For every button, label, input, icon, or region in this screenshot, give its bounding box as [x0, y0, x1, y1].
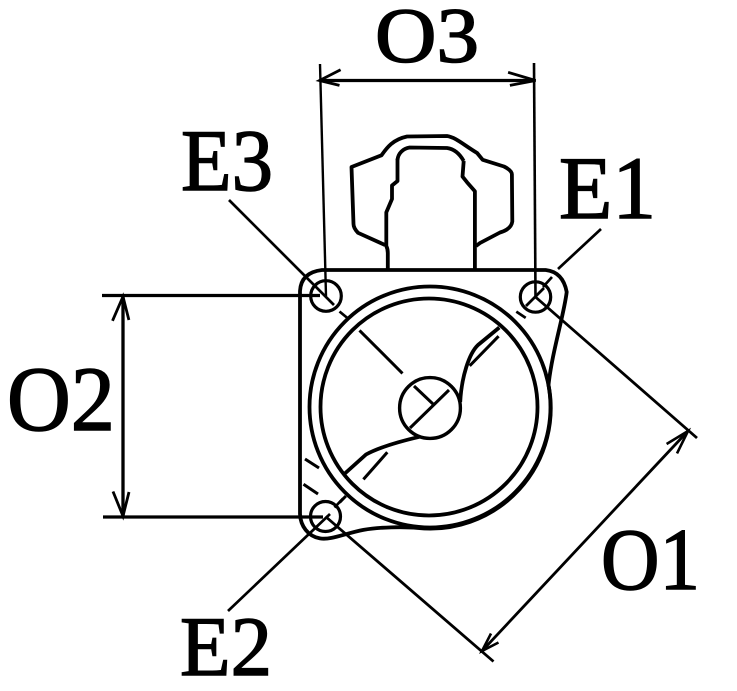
svg-text:E2: E2	[180, 600, 272, 691]
svg-text:E1: E1	[559, 140, 656, 238]
svg-text:O1: O1	[601, 512, 700, 609]
svg-text:O2: O2	[7, 348, 115, 450]
svg-text:O3: O3	[375, 0, 479, 79]
svg-text:E3: E3	[181, 113, 273, 210]
